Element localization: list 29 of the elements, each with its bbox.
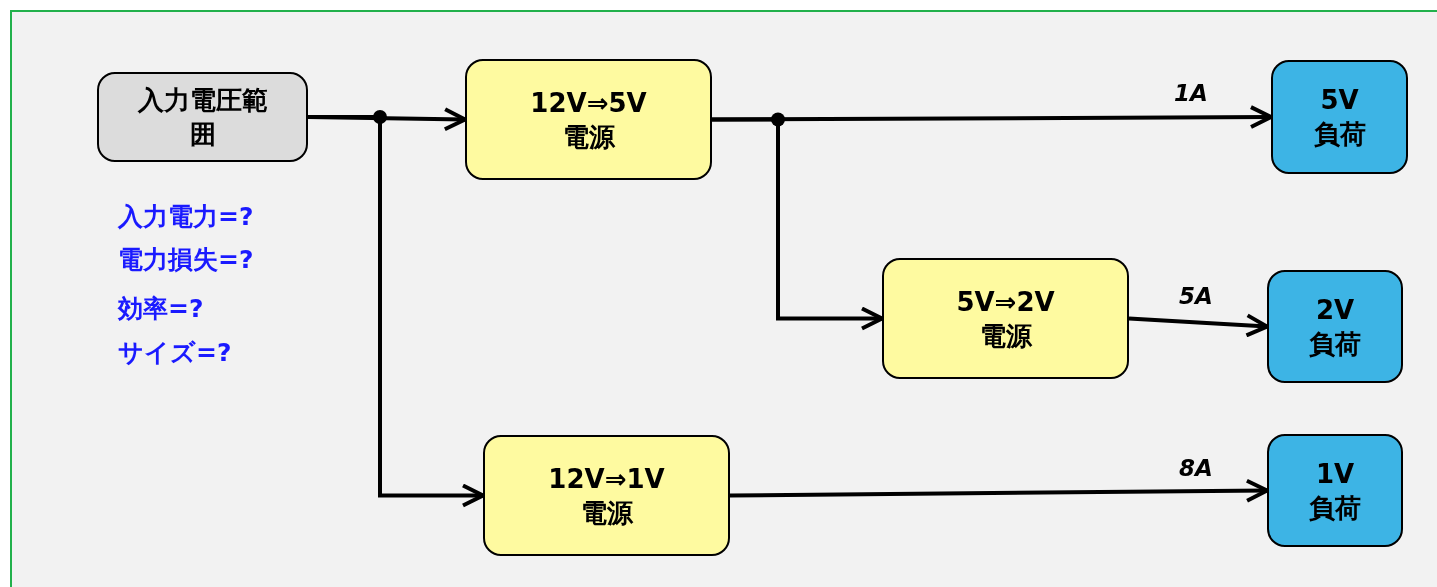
question-note: 入力電力=?	[118, 201, 254, 233]
load-box	[1271, 60, 1408, 174]
supply-label: 電源	[979, 319, 1032, 353]
arrow	[712, 117, 884, 331]
question-note: 電力損失=?	[118, 244, 254, 276]
arrow	[1128, 313, 1269, 338]
load-label: 5V	[1320, 84, 1359, 117]
load-box	[1267, 270, 1403, 383]
supply-label: 電源	[580, 496, 633, 530]
arrow	[712, 105, 1273, 130]
question-note: 効率=?	[118, 293, 204, 325]
supply-label: 12V⇒5V	[530, 86, 647, 120]
supply-label: 電源	[562, 120, 615, 154]
load-box	[1267, 434, 1403, 547]
load-label: 1V	[1315, 457, 1355, 491]
load-label: 負荷	[1309, 491, 1361, 525]
question-note: サイズ=?	[118, 337, 232, 369]
arrow	[308, 115, 485, 508]
load-label: 負荷	[1313, 118, 1366, 151]
input-box	[97, 72, 308, 162]
power-supply-box	[483, 435, 730, 556]
input-label: 入力電圧範囲	[137, 84, 268, 151]
load-label: 2V	[1315, 293, 1355, 327]
power-supply-box	[882, 258, 1129, 379]
supply-label: 12V⇒1V	[548, 462, 665, 496]
power-supply-box	[465, 59, 712, 180]
load-label: 負荷	[1309, 327, 1361, 361]
supply-label: 5V⇒2V	[956, 285, 1055, 319]
arrow	[730, 478, 1269, 503]
